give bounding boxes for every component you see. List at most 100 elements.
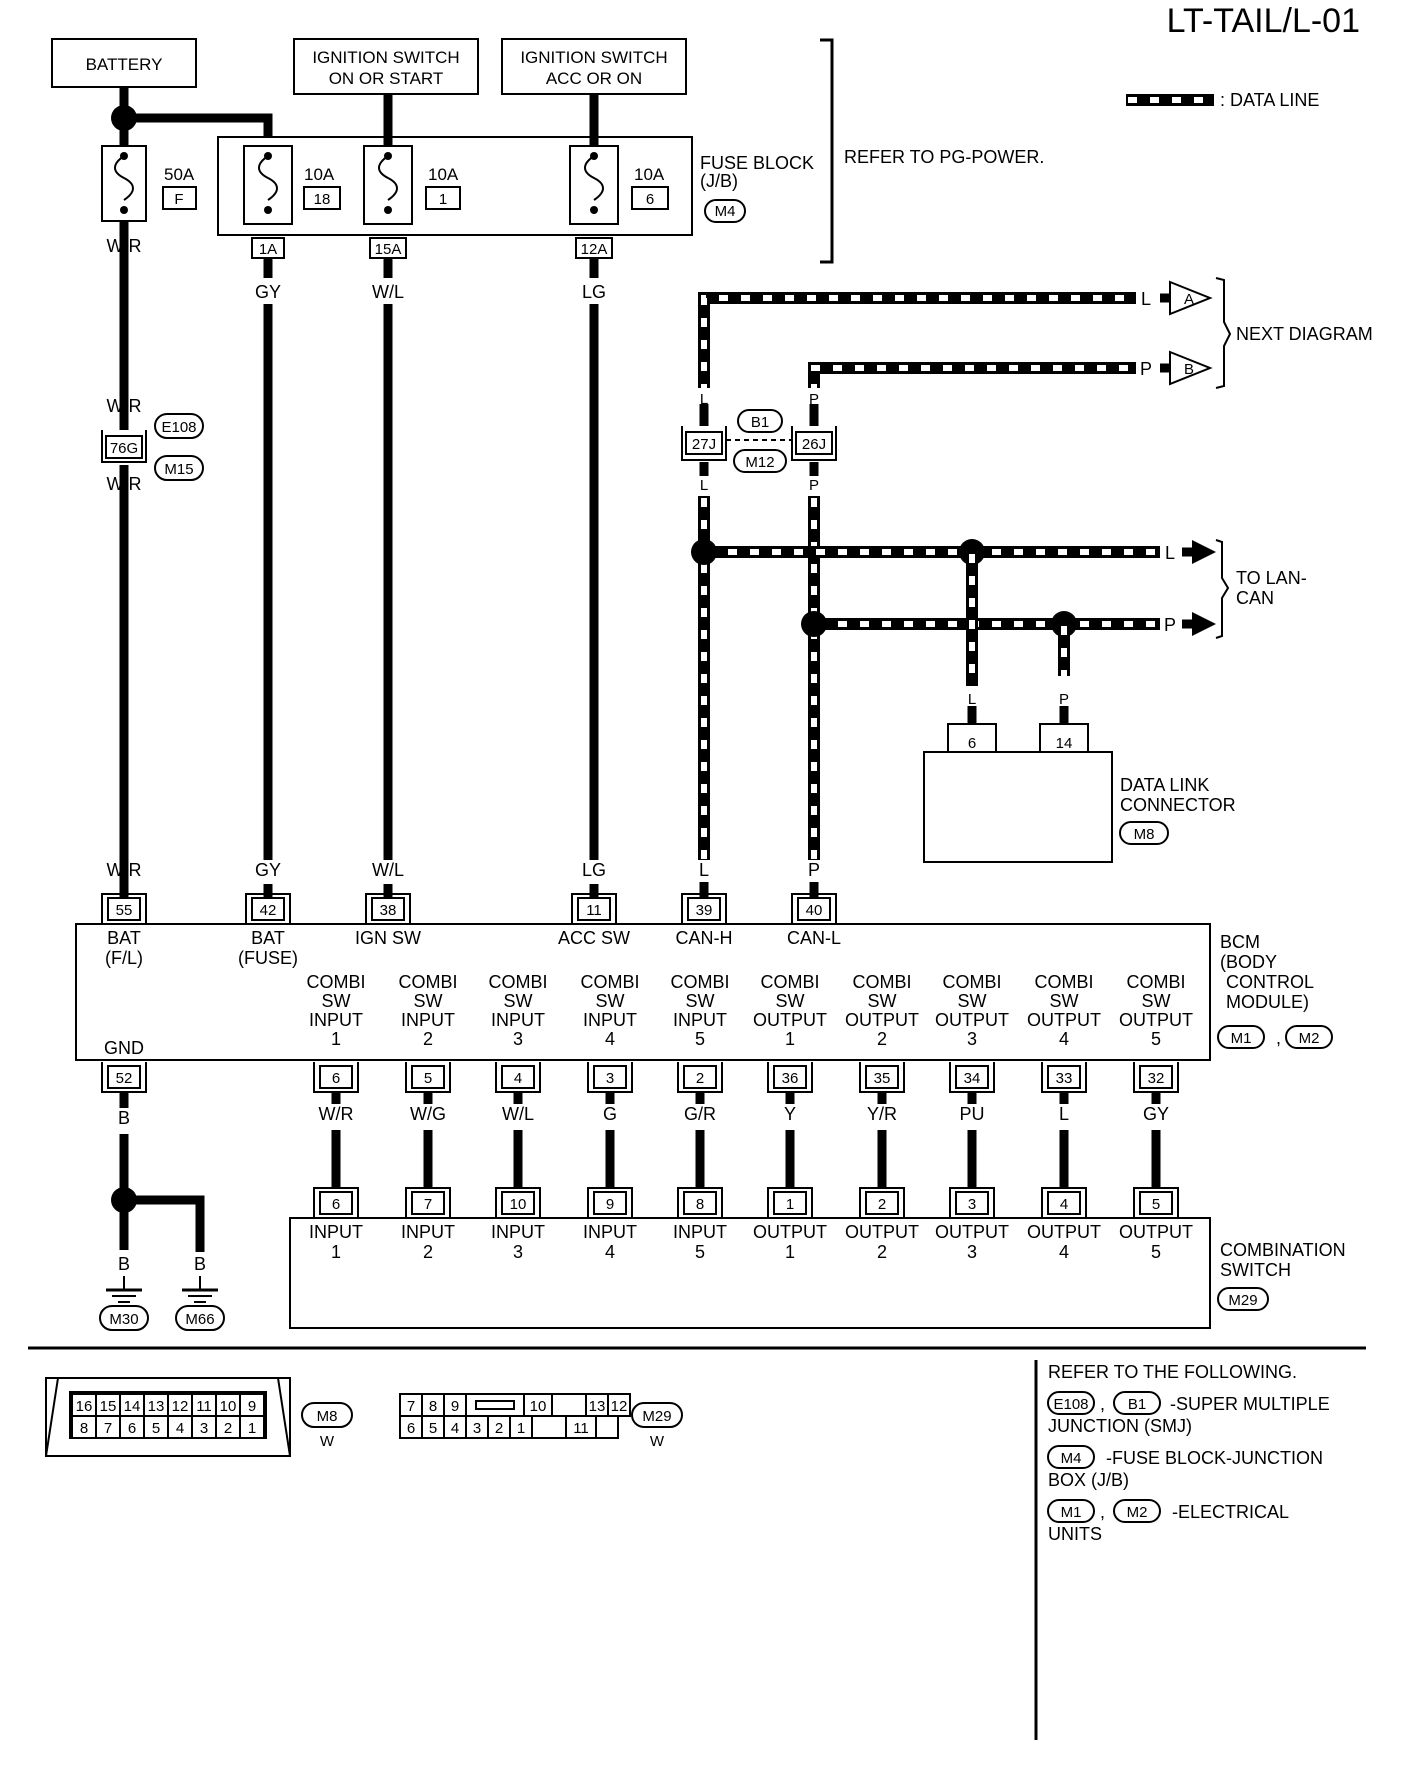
bcm-top-pin-name: CAN-H (676, 928, 733, 948)
wire-wr-1: W/R (107, 236, 142, 256)
m8-cell: 10 (220, 1398, 237, 1415)
ground-symbol-m66: M66 (175, 1276, 225, 1331)
bcm-bottom-pin-name: COMBI (488, 972, 547, 992)
conn-m15: M15 (164, 461, 193, 478)
junction-76g: 76G E108 M15 (101, 413, 204, 481)
svg-text:32: 32 (1148, 1070, 1165, 1087)
wire-b-2: B (118, 1254, 130, 1274)
ignition-acc-on-box: IGNITION SWITCH ACC OR ON (501, 38, 687, 95)
conn-m12: M12 (745, 454, 774, 471)
bcm-bottom-wire-color: PU (959, 1104, 984, 1124)
svg-text:1: 1 (786, 1196, 794, 1213)
bcm-bottom-pin-name: 1 (785, 1029, 795, 1049)
bcm-bottom-pin-name: SW (868, 991, 897, 1011)
ref-b1: B1 (1128, 1396, 1146, 1413)
bcm-label2: (BODY (1220, 952, 1277, 972)
bcm-bottom-pin-name: OUTPUT (753, 1010, 827, 1030)
wire-p-j1: P (809, 391, 819, 408)
svg-text:3: 3 (606, 1070, 614, 1087)
bcm-bottom-wire-color: G/R (684, 1104, 716, 1124)
bcm-top-pin-name: IGN SW (355, 928, 421, 948)
svg-text:34: 34 (964, 1070, 981, 1087)
bcm-bottom-wire-color: GY (1143, 1104, 1169, 1124)
bcm-bottom-pin-name: SW (776, 991, 805, 1011)
fuse-6-amp: 10A (634, 165, 665, 184)
bcm-bottom-pin-name: INPUT (673, 1010, 727, 1030)
bcm-bottom-pin-name: OUTPUT (1119, 1010, 1193, 1030)
ref-m4: M4 (1061, 1450, 1082, 1467)
switch-pin-name: OUTPUT (753, 1222, 827, 1242)
wire-l-nextA: L (1141, 289, 1151, 309)
switch-pin-name: INPUT (309, 1222, 363, 1242)
next-diagram-b-arrow: B (1169, 350, 1213, 386)
page-title: LT-TAIL/L-01 (1167, 2, 1360, 40)
wire-wl-1: W/L (372, 282, 404, 302)
fuse-block-label1: FUSE BLOCK (700, 153, 814, 173)
ign-acc-on-line1: IGNITION SWITCH (520, 48, 667, 67)
svg-text:6: 6 (332, 1196, 340, 1213)
bcm-bottom-pin-name: 2 (877, 1029, 887, 1049)
switch-pin-name: 3 (967, 1242, 977, 1262)
fuse-18-amp: 10A (304, 165, 335, 184)
reference-section: REFER TO THE FOLLOWING. E108 , B1 -SUPER… (1047, 1362, 1330, 1544)
bcm-label1: BCM (1220, 932, 1260, 952)
wire-l-j2: L (700, 477, 708, 494)
fuse-10a-6: 10A 6 (569, 145, 669, 225)
conn-m4-badge (704, 199, 746, 223)
fuse-50a-amp: 50A (164, 165, 195, 184)
combi-switch-label1: COMBINATION (1220, 1240, 1346, 1260)
conn-m8: M8 (1134, 826, 1155, 843)
m8-cell: 7 (104, 1420, 112, 1437)
next-diagram-a-arrow: A (1169, 280, 1213, 316)
m8-cell: 9 (248, 1398, 256, 1415)
bcm-top-pin-name: (F/L) (105, 948, 143, 968)
switch-pin-name: 2 (877, 1242, 887, 1262)
wire-b-1: B (118, 1108, 130, 1128)
switch-pin-name: 1 (331, 1242, 341, 1262)
switch-pin-name: INPUT (673, 1222, 727, 1242)
m8-cell: 6 (128, 1420, 136, 1437)
m29-cell: 11 (573, 1420, 589, 1437)
m8-cell: 2 (224, 1420, 232, 1437)
ign-on-start-line2: ON OR START (329, 69, 444, 88)
m8-cell: 13 (148, 1398, 165, 1415)
conn-sep: , (1276, 1028, 1281, 1048)
svg-text:,: , (1100, 1502, 1105, 1522)
data-line-legend: : DATA LINE (1126, 90, 1319, 110)
combi-switch-label2: SWITCH (1220, 1260, 1291, 1280)
bcm-bottom-wire-color: G (603, 1104, 617, 1124)
bcm-bottom-wire-color: W/R (319, 1104, 354, 1124)
svg-text:,: , (1100, 1394, 1105, 1414)
bcm-bottom-wire-color: W/L (502, 1104, 534, 1124)
bcm-top-pin-name: BAT (107, 928, 141, 948)
wire-l-lan: L (1165, 543, 1175, 563)
switch-pin-name: 4 (605, 1242, 615, 1262)
lan-can-arrow-l (1192, 540, 1216, 564)
m29-cell: 7 (407, 1398, 415, 1415)
wire-b-3: B (194, 1254, 206, 1274)
m29-cell: 3 (473, 1420, 481, 1437)
m29-view-color: W (650, 1433, 665, 1450)
ref-smj-text1: -SUPER MULTIPLE (1170, 1394, 1330, 1414)
wire-wr-2: W/R (107, 396, 142, 416)
dlc-label1: DATA LINK (1120, 775, 1209, 795)
bcm-top-pin-name: CAN-L (787, 928, 841, 948)
svg-text:2: 2 (696, 1070, 704, 1087)
m29-cell: 4 (451, 1420, 459, 1437)
combination-switch-body (289, 1217, 1211, 1329)
switch-pin-name: 4 (1059, 1242, 1069, 1262)
ref-head: REFER TO THE FOLLOWING. (1048, 1362, 1297, 1382)
bcm-bottom-pin-name: COMBI (760, 972, 819, 992)
m8-cell: 16 (76, 1398, 93, 1415)
switch-pin-name: OUTPUT (845, 1222, 919, 1242)
switch-pin-name: INPUT (491, 1222, 545, 1242)
bcm-bottom-pin-name: COMBI (580, 972, 639, 992)
